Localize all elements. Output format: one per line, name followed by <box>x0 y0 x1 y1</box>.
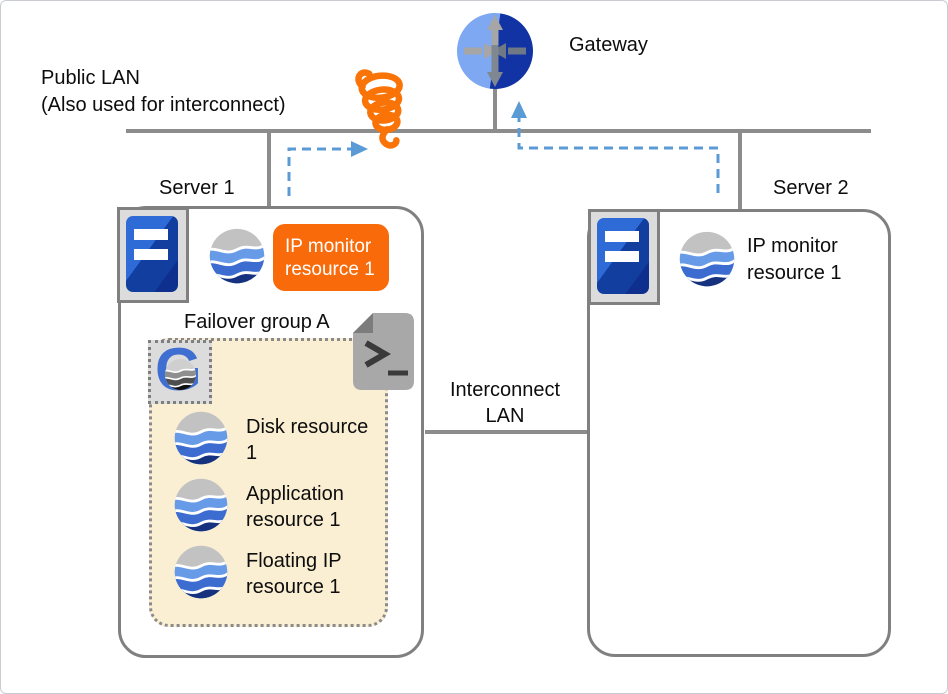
floating-ip-resource-label: Floating IP resource 1 <box>246 550 342 598</box>
group-resource-row: Disk resource 1 <box>173 410 378 466</box>
application-resource-wave-icon <box>173 477 229 533</box>
server2-ping-arrowhead <box>511 101 527 118</box>
server1-ping-arrowhead <box>351 141 368 157</box>
application-resource-label: Application resource 1 <box>246 483 344 531</box>
server2-ping-arrow <box>517 117 720 193</box>
gateway-icon <box>457 13 533 89</box>
failure-scribble-icon <box>355 69 403 149</box>
public-lan-label: Public LAN (Also used for interconnect) <box>41 67 286 116</box>
server2-server-tower-icon <box>588 209 660 305</box>
server1-label: Server 1 <box>159 177 235 199</box>
disk-resource-label: Disk resource 1 <box>246 416 369 464</box>
failover-group-g-icon: G <box>148 336 212 404</box>
server1-server-tower-icon <box>117 207 189 303</box>
server1-ping-arrow <box>287 147 351 196</box>
server2-label: Server 2 <box>773 177 849 199</box>
failover-group-title: Failover group A <box>184 311 330 333</box>
group-resource-row: Floating IP resource 1 <box>173 544 378 600</box>
floating-ip-resource-wave-icon <box>173 544 229 600</box>
interconnect-lan-label: Interconnect LAN <box>449 379 561 427</box>
script-file-icon <box>353 313 414 390</box>
server2-monitor-resource-wave-icon <box>678 230 736 288</box>
group-resource-row: Application resource 1 <box>173 477 378 533</box>
g-wave-circle <box>164 358 197 391</box>
server1-monitor-resource-wave-icon <box>208 227 266 285</box>
server2-ip-monitor-label: IP monitor resource 1 <box>747 235 842 284</box>
disk-resource-wave-icon <box>173 410 229 466</box>
gateway-label: Gateway <box>569 34 648 56</box>
ip-monitor-resource-badge: IP monitor resource 1 <box>273 224 389 291</box>
